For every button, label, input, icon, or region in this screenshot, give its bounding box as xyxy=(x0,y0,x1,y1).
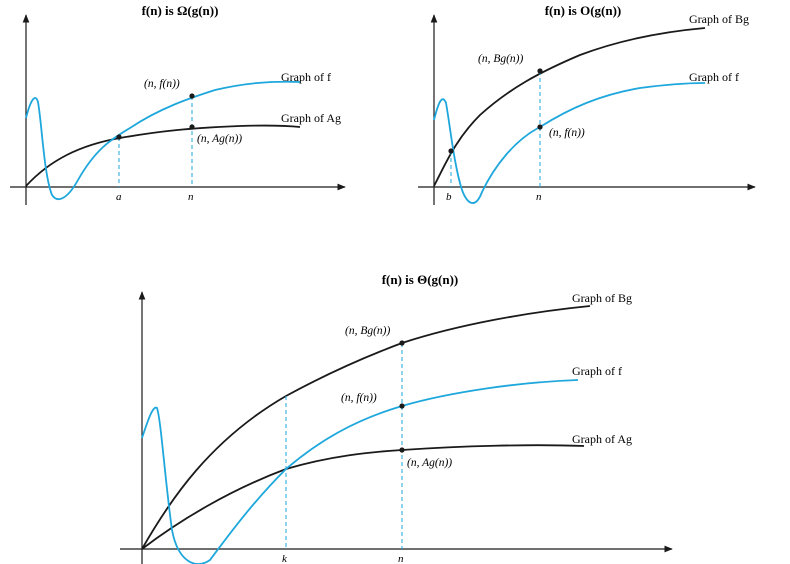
omega-point-ag-dot xyxy=(189,124,195,130)
bigo-point-f-label: (n, f(n)) xyxy=(549,127,585,139)
bigo-curve-bg xyxy=(433,27,706,187)
bigo-point-f-dot xyxy=(537,124,543,130)
theta-curve-ag xyxy=(141,444,585,550)
bigo-tick-n: n xyxy=(536,191,542,203)
bigo-label-bg: Graph of Bg xyxy=(689,12,749,26)
theta-label-f: Graph of f xyxy=(572,364,622,378)
bigo-label-f: Graph of f xyxy=(689,70,739,84)
bigo-intersection-dot xyxy=(448,148,454,154)
omega-curve-f xyxy=(25,80,301,200)
panel-bigo: f(n) is O(g(n)) Graph of Bg Graph of f (… xyxy=(418,3,756,205)
theta-point-bg-label: (n, Bg(n)) xyxy=(345,325,391,337)
theta-tick-k: k xyxy=(282,553,288,564)
omega-point-ag-label: (n, Ag(n)) xyxy=(197,133,242,145)
theta-label-ag: Graph of Ag xyxy=(572,432,632,446)
omega-intersection-dot xyxy=(116,134,122,140)
omega-tick-n: n xyxy=(188,191,194,203)
theta-point-f-label: (n, f(n)) xyxy=(341,392,377,404)
theta-curve-f xyxy=(141,379,579,564)
bigo-point-bg-label: (n, Bg(n)) xyxy=(478,53,524,65)
panel-theta: f(n) is Θ(g(n)) Graph of Bg Graph of f G… xyxy=(120,272,673,564)
theta-point-bg-dot xyxy=(399,340,405,346)
theta-title: f(n) is Θ(g(n)) xyxy=(382,272,459,287)
omega-tick-a: a xyxy=(116,191,122,203)
panel-omega: f(n) is Ω(g(n)) Graph of f Graph of Ag (… xyxy=(10,3,346,205)
theta-point-ag-label: (n, Ag(n)) xyxy=(407,457,452,469)
bigo-curve-f xyxy=(433,82,706,204)
omega-title: f(n) is Ω(g(n)) xyxy=(142,3,219,18)
bigo-tick-b: b xyxy=(446,191,452,203)
bigo-point-bg-dot xyxy=(537,68,543,74)
theta-curve-bg xyxy=(141,305,591,550)
theta-tick-n: n xyxy=(398,553,404,564)
omega-label-ag: Graph of Ag xyxy=(281,111,341,125)
theta-label-bg: Graph of Bg xyxy=(572,291,632,305)
theta-point-f-dot xyxy=(399,403,405,409)
omega-curve-ag xyxy=(25,124,301,187)
bigo-title: f(n) is O(g(n)) xyxy=(545,3,622,18)
omega-point-f-label: (n, f(n)) xyxy=(144,78,180,90)
theta-point-ag-dot xyxy=(399,447,405,453)
omega-point-f-dot xyxy=(189,93,195,99)
omega-label-f: Graph of f xyxy=(281,70,331,84)
